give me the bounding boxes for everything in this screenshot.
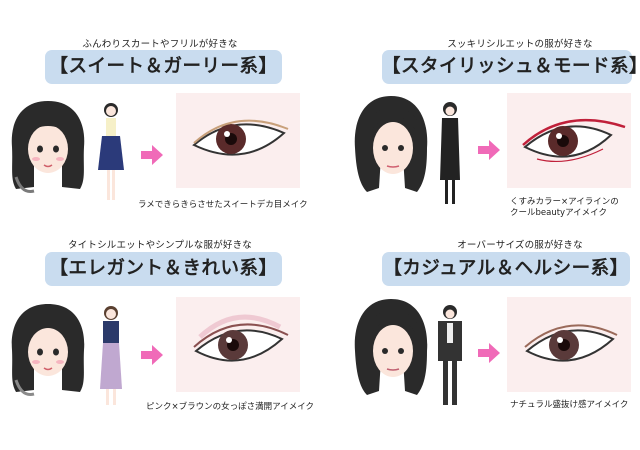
eye-makeup-illustration: [176, 93, 300, 188]
eye-makeup-illustration: [507, 297, 631, 392]
preference-text: オーバーサイズの服が好きな: [457, 240, 583, 251]
style-title-banner: 【スイート＆ガーリー系】: [45, 50, 282, 84]
eye-makeup-illustration: [507, 93, 631, 188]
style-panel-casual-healthy: オーバーサイズの服が好きな 【カジュアル＆ヘルシー系】: [320, 225, 640, 450]
arrow-right-icon: [478, 343, 500, 363]
makeup-caption: くすみカラー×アイラインの クールbeautyアイメイク: [510, 197, 619, 219]
makeup-caption: ナチュラル盛抜け感アイメイク: [510, 398, 628, 410]
caption-line: ラメできらきらさせたスイートデカ目メイク: [138, 200, 308, 210]
preference-text: タイトシルエットやシンプルな服が好きな: [67, 240, 252, 251]
outfit-illustration: [435, 100, 465, 208]
makeup-caption: ピンク×ブラウンの女っぽさ満開アイメイク: [146, 400, 314, 412]
makeup-caption: ラメできらきらさせたスイートデカ目メイク: [138, 198, 308, 210]
caption-line: ナチュラル盛抜け感アイメイク: [510, 400, 629, 410]
girl-face-illustration: [6, 97, 90, 193]
caption-line: ピンク×ブラウンの女っぽさ満開アイメイク: [146, 402, 315, 412]
eye-makeup-illustration: [176, 297, 300, 392]
outfit-illustration: [96, 100, 126, 208]
outfit-illustration: [435, 303, 465, 411]
style-panel-elegant: タイトシルエットやシンプルな服が好きな 【エレガント＆きれい系】: [0, 225, 320, 450]
arrow-right-icon: [141, 145, 163, 165]
preference-text: ふんわりスカートやフリルが好きな: [82, 39, 238, 50]
caption-line: くすみカラー×アイラインの: [510, 197, 619, 207]
girl-face-illustration: [6, 300, 90, 396]
arrow-right-icon: [478, 140, 500, 160]
style-title-banner: 【カジュアル＆ヘルシー系】: [382, 252, 630, 286]
style-title-banner: 【エレガント＆きれい系】: [45, 252, 282, 286]
girl-face-illustration: [347, 295, 435, 399]
style-panel-sweet-girly: ふんわりスカートやフリルが好きな 【スイート＆ガーリー系】: [0, 0, 320, 225]
style-panel-stylish-mode: スッキリシルエットの服が好きな 【スタイリッシュ＆モード系】: [320, 0, 640, 225]
style-title-banner: 【スタイリッシュ＆モード系】: [382, 50, 640, 84]
girl-face-illustration: [347, 92, 435, 196]
arrow-right-icon: [141, 345, 163, 365]
caption-line: クールbeautyアイメイク: [510, 208, 607, 218]
outfit-illustration: [96, 303, 126, 411]
preference-text: スッキリシルエットの服が好きな: [447, 39, 593, 50]
